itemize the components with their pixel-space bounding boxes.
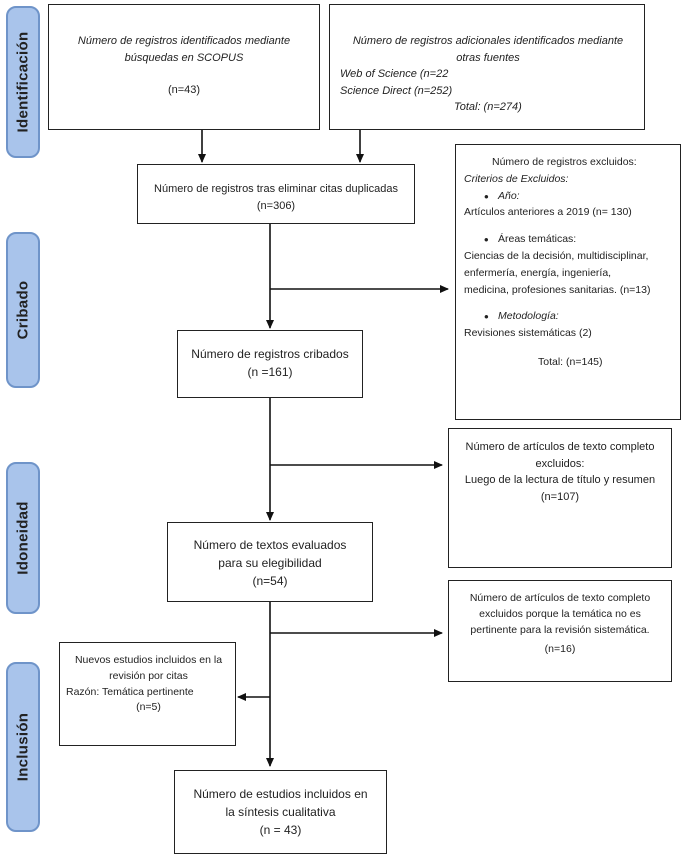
- nuevos-title-1: Nuevos estudios incluidos en la: [74, 654, 223, 666]
- box-sin-duplicados: Número de registros tras eliminar citas …: [137, 164, 415, 224]
- tematica-title-3: pertinente para la revisión sistemática.: [470, 623, 650, 636]
- phase-cribado: Cribado: [6, 232, 40, 388]
- criterios-title: Número de registros excluidos:: [492, 156, 637, 168]
- criterios-ano-label: Año:: [464, 187, 676, 208]
- criterios-areas-text-3: medicina, profesiones sanitarias. (n=13): [464, 283, 651, 296]
- box-excluidos-tematica: Número de artículos de texto completo ex…: [448, 580, 672, 682]
- duplicados-count: (n=306): [256, 199, 296, 212]
- nuevos-count: (n=5): [136, 701, 161, 714]
- scopus-title: Número de registros identificados median…: [77, 35, 291, 64]
- box-nuevos: Nuevos estudios incluidos en la revisión…: [59, 642, 236, 746]
- otras-title: Número de registros adicionales identifi…: [352, 35, 624, 64]
- criterios-areas-label: Áreas temáticas:: [464, 230, 676, 251]
- otras-wos: Web of Science (n=22: [340, 68, 449, 80]
- evaluados-count: (n=54): [252, 574, 288, 588]
- phase-identificacion: Identificación: [6, 6, 40, 158]
- box-excluidos-criterios: Número de registros excluidos: Criterios…: [455, 144, 681, 420]
- box-cribados: Número de registros cribados (n =161): [177, 330, 363, 398]
- box-otras-fuentes: Número de registros adicionales identifi…: [329, 4, 645, 130]
- incluidos-count: (n = 43): [259, 823, 302, 837]
- otras-total: Total: (n=274): [454, 101, 522, 113]
- scopus-count: (n=43): [167, 84, 201, 96]
- criterios-metodo-label: Metodología:: [464, 307, 676, 328]
- box-excluidos-texto: Número de artículos de texto completo ex…: [448, 428, 672, 568]
- cribados-title: Número de registros cribados: [191, 347, 349, 361]
- criterios-ano-text: Artículos anteriores a 2019 (n= 130): [464, 206, 632, 219]
- criterios-areas-text-2: enfermería, energía, ingeniería,: [464, 266, 612, 279]
- evaluados-title-2: para su elegibilidad: [218, 556, 322, 570]
- tematica-count: (n=16): [544, 643, 576, 656]
- tematica-title-1: Número de artículos de texto completo: [469, 592, 651, 604]
- incluidos-title-2: la síntesis cualitativa: [225, 805, 336, 819]
- evaluados-title-1: Número de textos evaluados: [193, 538, 347, 552]
- incluidos-title-1: Número de estudios incluidos en: [193, 787, 368, 801]
- phase-inclusion: Inclusión: [6, 662, 40, 832]
- tematica-title-2: excluidos porque la temática no es: [479, 607, 641, 620]
- texto-reason: Luego de la lectura de título y resumen: [464, 474, 656, 486]
- criterios-subtitle: Criterios de Excluidos:: [464, 172, 569, 185]
- criterios-areas-text-1: Ciencias de la decisión, multidisciplina…: [464, 249, 649, 262]
- phase-idoneidad: Idoneidad: [6, 462, 40, 614]
- nuevos-reason: Razón: Temática pertinente: [66, 685, 194, 698]
- cribados-count: (n =161): [247, 365, 293, 379]
- texto-count: (n=107): [540, 490, 580, 503]
- box-evaluados: Número de textos evaluados para su elegi…: [167, 522, 373, 602]
- texto-title-1: Número de artículos de texto completo: [465, 441, 655, 453]
- criterios-metodo-text: Revisiones sistemáticas (2): [464, 327, 592, 340]
- duplicados-title: Número de registros tras eliminar citas …: [154, 183, 398, 195]
- criterios-total: Total: (n=145): [538, 355, 603, 368]
- nuevos-title-2: revisión por citas: [109, 669, 188, 682]
- texto-title-2: excluidos:: [535, 457, 585, 470]
- otras-sd: Science Direct (n=252): [340, 84, 453, 97]
- box-incluidos: Número de estudios incluidos en la sínte…: [174, 770, 387, 854]
- box-scopus: Número de registros identificados median…: [48, 4, 320, 130]
